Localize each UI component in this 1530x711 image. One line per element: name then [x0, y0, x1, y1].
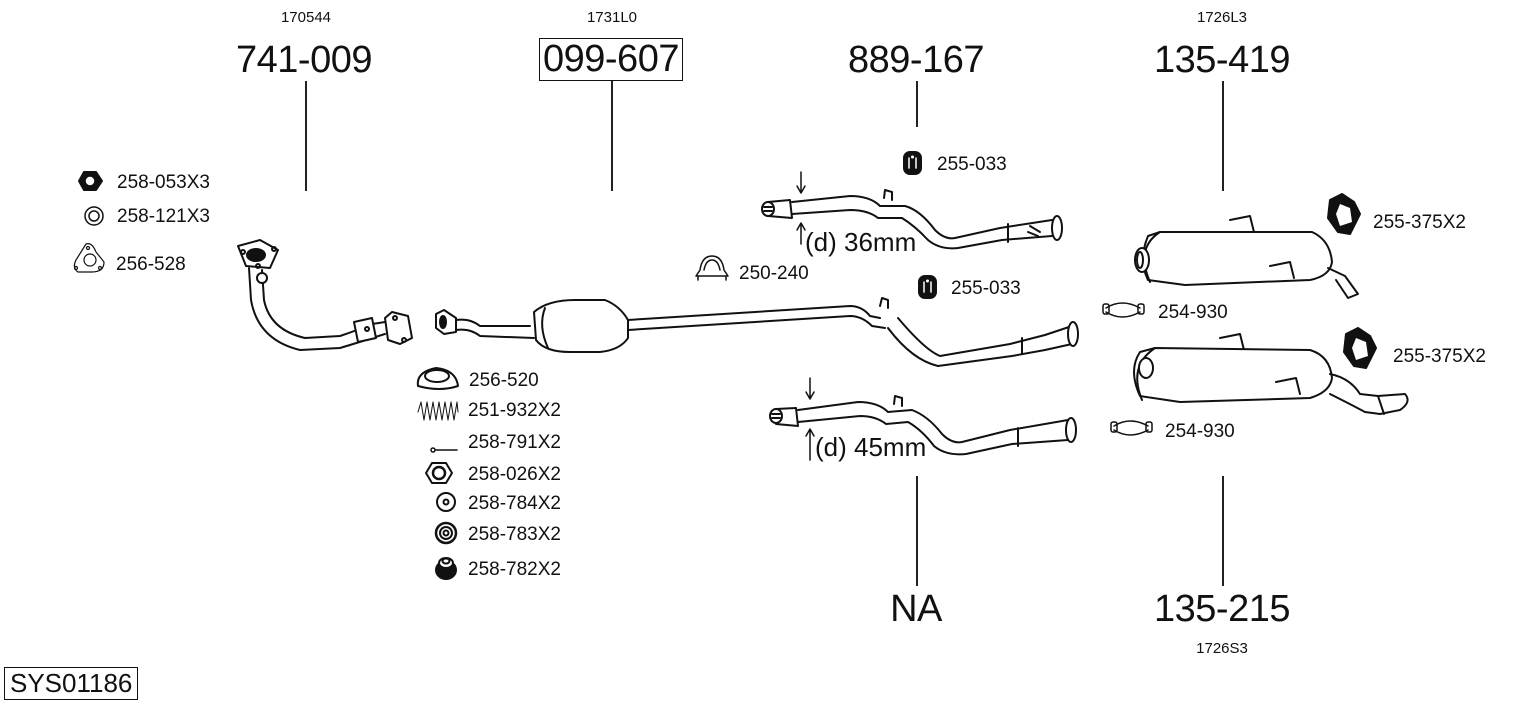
rubber-mount-label[interactable]: 255-033 — [951, 278, 1021, 299]
exhaust-mount-icon — [1343, 327, 1377, 369]
washer-ring-icon — [84, 206, 104, 226]
clamp-icon — [695, 255, 729, 281]
leader-line — [611, 81, 613, 191]
rear-silencer-135-215[interactable] — [1133, 333, 1409, 415]
part-number-135-215[interactable]: 135-215 — [1154, 588, 1290, 630]
dimension-arrows-36mm — [796, 171, 806, 245]
leader-line — [1222, 81, 1224, 191]
leader-line — [305, 81, 307, 191]
ref-code-170544: 170544 — [280, 9, 332, 26]
accessory-label[interactable]: 258-791X2 — [468, 432, 561, 453]
rubber-mount-label[interactable]: 255-033 — [937, 154, 1007, 175]
clamp-label[interactable]: 254-930 — [1158, 302, 1228, 323]
leader-line — [916, 476, 918, 586]
accessory-label[interactable]: 258-026X2 — [468, 464, 561, 485]
rubber-mount-icon — [918, 275, 937, 299]
stacked-washer-icon — [435, 557, 457, 580]
part-number-099-607[interactable]: 099-607 — [539, 38, 683, 81]
clamp-icon — [1102, 302, 1145, 318]
accessory-label[interactable]: 256-520 — [469, 370, 539, 391]
exhaust-mount-icon — [1327, 193, 1361, 235]
accessory-label[interactable]: 258-053X3 — [117, 172, 210, 193]
accessory-label[interactable]: 258-783X2 — [468, 524, 561, 545]
front-pipe-741-009[interactable] — [237, 239, 413, 351]
clamp-label[interactable]: 254-930 — [1165, 421, 1235, 442]
hex-nut-icon — [425, 462, 453, 484]
dimension-label-36mm: (d) 36mm — [805, 227, 917, 257]
mount-label[interactable]: 255-375X2 — [1393, 346, 1486, 367]
cone-gasket-icon — [416, 367, 459, 390]
part-number-741-009[interactable]: 741-009 — [236, 39, 372, 81]
system-id-badge: SYS01186 — [4, 667, 139, 700]
dimension-label-45mm: (d) 45mm — [815, 432, 927, 462]
washer-icon — [436, 492, 456, 512]
dimension-arrows-45mm — [805, 377, 815, 461]
leader-line — [916, 81, 918, 127]
accessory-label[interactable]: 258-121X3 — [117, 206, 210, 227]
part-number-na[interactable]: NA — [890, 588, 942, 630]
accessory-label[interactable]: 256-528 — [116, 254, 186, 275]
accessory-label[interactable]: 251-932X2 — [468, 400, 561, 421]
rubber-mount-icon — [903, 151, 922, 175]
hex-nut-icon — [78, 171, 103, 191]
ref-code-1726S3: 1726S3 — [1196, 640, 1248, 657]
ref-code-1726L3: 1726L3 — [1196, 9, 1248, 26]
accessory-label[interactable]: 258-782X2 — [468, 559, 561, 580]
double-washer-icon — [434, 521, 458, 545]
ref-code-1731L0: 1731L0 — [586, 9, 638, 26]
rear-silencer-135-419[interactable] — [1134, 215, 1359, 299]
middle-pipe-889-167[interactable] — [761, 189, 1063, 250]
clamp-label[interactable]: 250-240 — [739, 263, 809, 284]
clamp-icon — [1110, 420, 1153, 436]
part-number-889-167[interactable]: 889-167 — [848, 39, 984, 81]
accessory-label[interactable]: 258-784X2 — [468, 493, 561, 514]
mount-label[interactable]: 255-375X2 — [1373, 212, 1466, 233]
spring-icon — [417, 401, 459, 421]
catalyst-section-099-607[interactable] — [435, 297, 1079, 367]
leader-line — [1222, 476, 1224, 586]
middle-pipe-na[interactable] — [769, 395, 1077, 456]
bolt-icon — [430, 447, 458, 453]
part-number-135-419[interactable]: 135-419 — [1154, 39, 1290, 81]
triangle-gasket-icon — [73, 243, 105, 273]
